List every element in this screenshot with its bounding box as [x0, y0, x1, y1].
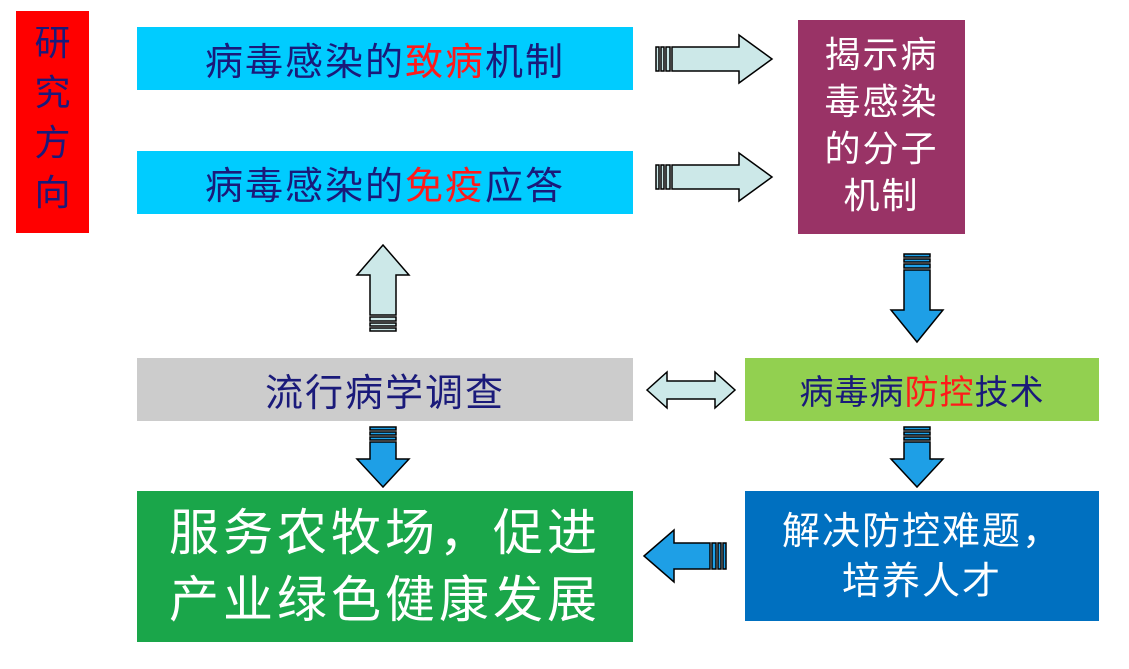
- solve-line: 解决防控难题，: [781, 509, 1062, 553]
- molecular-line: 揭示病: [824, 35, 939, 76]
- immune-highlight: 免疫: [404, 164, 485, 208]
- research-char: 究: [34, 73, 71, 114]
- left-arrow-icon: [642, 528, 727, 584]
- epidemiology-box: 流行病学调查: [137, 358, 633, 421]
- serve-line: 产业绿色健康发展: [169, 570, 601, 629]
- immune-response-label: 病毒感染的免疫应答: [204, 164, 566, 208]
- research-direction-label: 研 究 方 向: [16, 11, 89, 233]
- down-arrow-icon: [889, 426, 945, 489]
- molecular-line: 机制: [843, 176, 920, 217]
- pathogenesis-highlight: 致病: [404, 40, 485, 84]
- serve-farms-box: 服务农牧场，促进 产业绿色健康发展: [137, 491, 633, 642]
- molecular-line: 毒感染: [824, 82, 939, 123]
- solve-problems-box: 解决防控难题， 培养人才: [745, 491, 1099, 621]
- down-arrow-icon: [889, 253, 945, 344]
- control-technology-label: 病毒病防控技术: [799, 373, 1045, 413]
- molecular-mechanism-box: 揭示病 毒感染 的分子 机制: [798, 20, 965, 234]
- serve-line: 服务农牧场，促进: [169, 503, 601, 562]
- epidemiology-label: 流行病学调查: [264, 371, 505, 415]
- pathogenesis-label: 病毒感染的致病机制: [204, 40, 566, 84]
- up-arrow-icon: [355, 243, 411, 332]
- right-arrow-icon: [655, 151, 774, 203]
- research-char: 方: [34, 123, 71, 164]
- control-technology-box: 病毒病防控技术: [745, 358, 1099, 421]
- immune-response-box: 病毒感染的免疫应答: [137, 151, 633, 214]
- right-arrow-icon: [655, 33, 774, 85]
- research-char: 向: [34, 173, 71, 214]
- solve-line: 培养人才: [841, 559, 1002, 603]
- research-char: 研: [34, 23, 71, 64]
- down-arrow-icon: [355, 426, 411, 489]
- molecular-line: 的分子: [824, 129, 939, 170]
- control-highlight: 防控: [904, 373, 975, 413]
- double-arrow-icon: [645, 370, 737, 410]
- pathogenesis-box: 病毒感染的致病机制: [137, 27, 633, 90]
